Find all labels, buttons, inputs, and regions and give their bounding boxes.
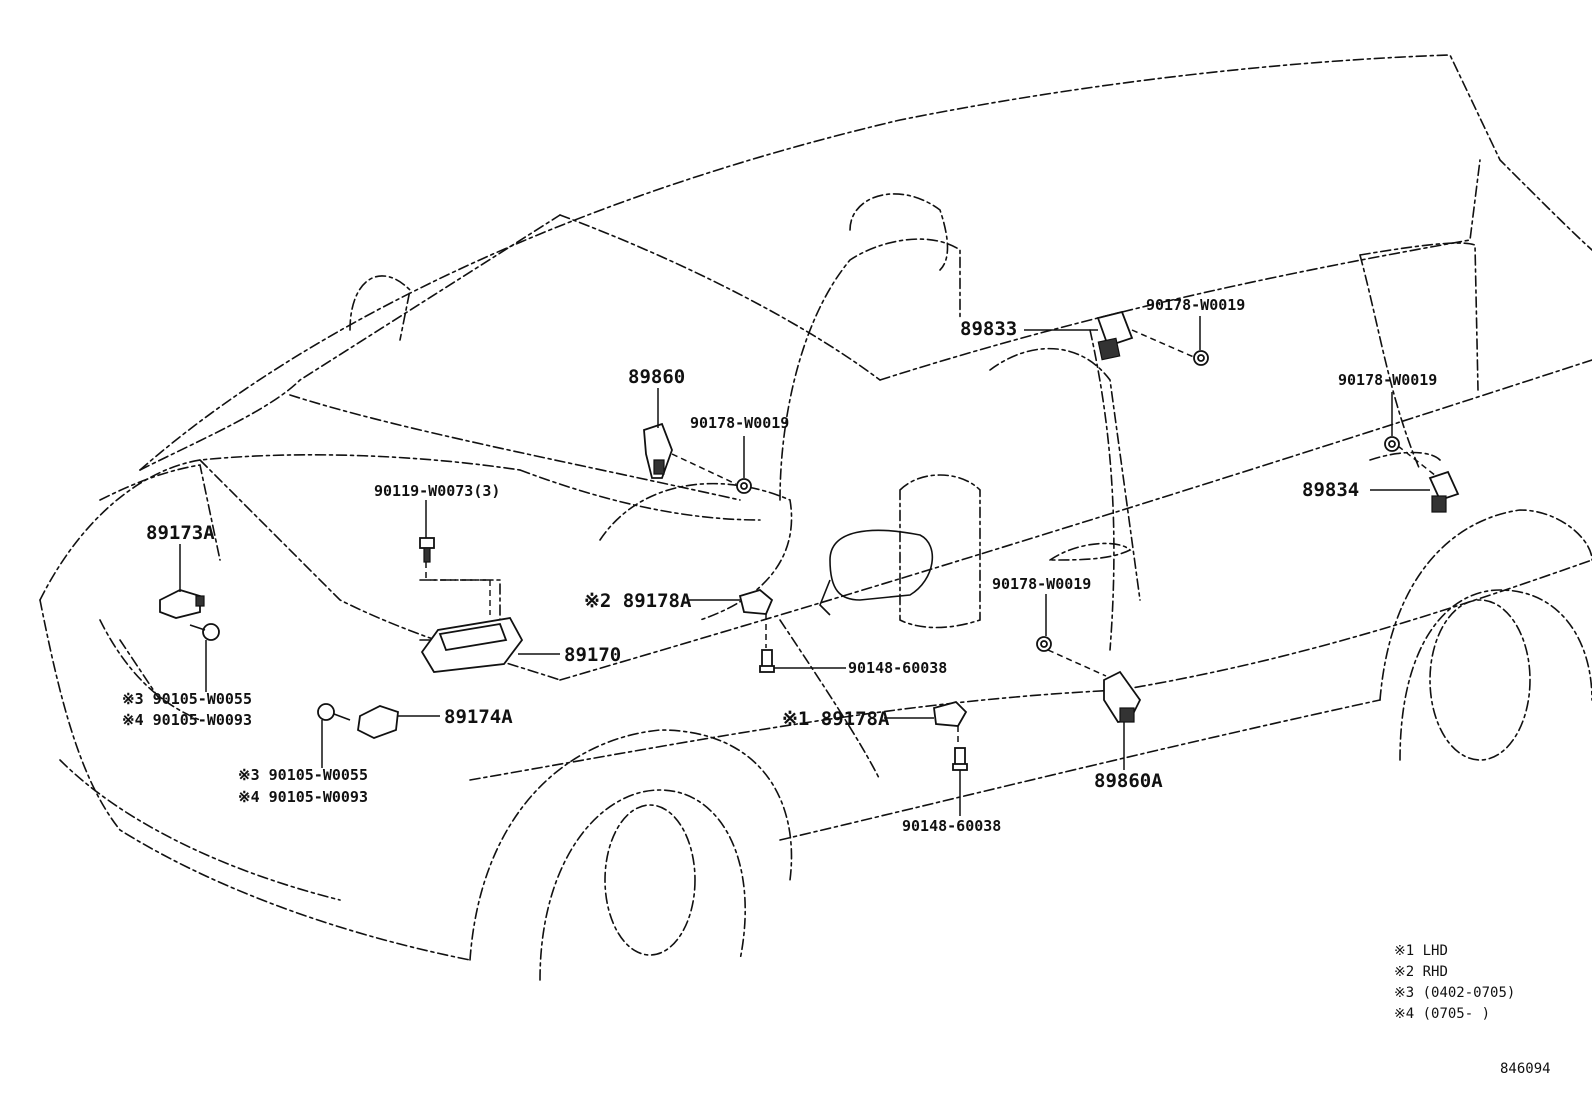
callout-90119-w0073: 90119-W0073(3)	[374, 482, 501, 500]
nut-90178-mid	[736, 478, 752, 494]
callout-90148-60038-lower: 90148-60038	[902, 817, 1002, 835]
callout-89178a-lhd: ※1 89178A	[782, 708, 890, 730]
bolt-90148-upper	[759, 649, 775, 673]
roof-rail	[879, 159, 1481, 381]
callout-90105-w0093-mid: ※4 90105-W0093	[238, 788, 368, 806]
rear-headrest	[349, 275, 411, 341]
door-handle-rear	[1369, 451, 1441, 461]
callout-89860a: 89860A	[1094, 770, 1163, 792]
89860A-sensor	[1103, 670, 1142, 723]
callout-89174a: 89174A	[444, 706, 513, 728]
floor-line	[779, 619, 881, 781]
hood-front	[39, 454, 521, 601]
instrument-panel	[519, 469, 761, 521]
front-hub	[604, 804, 696, 956]
nut-90178-right	[1384, 436, 1400, 452]
door-frame-rear	[1359, 254, 1421, 471]
front-wheel	[539, 789, 746, 981]
front-seat-back	[779, 238, 961, 501]
windshield-front	[139, 214, 561, 471]
bolt-90105-mid	[317, 703, 351, 721]
grille	[99, 619, 201, 721]
callout-90178-w0019-mid: 90178-W0019	[690, 414, 790, 432]
callout-90178-w0019-top: 90178-W0019	[1146, 296, 1246, 314]
callout-89173a: 89173A	[146, 522, 215, 544]
driver-seat	[899, 474, 981, 629]
beltline	[559, 359, 1592, 681]
roof-line	[139, 54, 1592, 471]
bolt-90105-left	[189, 623, 220, 641]
legend-rhd: ※2 RHD	[1394, 964, 1448, 980]
89178A-sensor-lhd	[933, 700, 968, 727]
callout-89834: 89834	[1302, 479, 1360, 501]
callout-90105-w0093-left: ※4 90105-W0093	[122, 711, 252, 729]
legend-period-3: ※3 (0402-0705)	[1394, 985, 1516, 1001]
callout-90105-w0055-mid: ※3 90105-W0055	[238, 766, 368, 784]
front-wheel-arch	[469, 729, 793, 961]
bolt-90119	[419, 537, 435, 563]
callout-89833: 89833	[960, 318, 1018, 340]
a-pillar	[559, 214, 881, 381]
legend-period-4: ※4 (0705- )	[1394, 1006, 1491, 1022]
hood-side	[199, 459, 561, 681]
callout-89178a-rhd: ※2 89178A	[584, 590, 692, 612]
side-mirror	[829, 529, 934, 601]
windshield-base	[289, 394, 741, 501]
b-pillar	[1089, 329, 1115, 651]
legend-lhd: ※1 LHD	[1394, 943, 1448, 959]
89174A-sensor	[357, 705, 399, 739]
door-handle-front	[1049, 542, 1132, 561]
callout-90148-60038-upper: 90148-60038	[848, 659, 948, 677]
rear-wheel-arch	[1379, 509, 1592, 701]
rear-seat	[989, 347, 1141, 601]
89178A-sensor-rhd	[738, 588, 774, 615]
89834-sensor	[1428, 470, 1460, 513]
89860-sensor	[643, 422, 673, 479]
89173A-sensor	[159, 589, 205, 619]
figure-id: 846094	[1500, 1061, 1551, 1077]
headlamp	[99, 464, 221, 561]
callout-89860: 89860	[628, 366, 686, 388]
bolt-90148-lower	[952, 747, 968, 771]
front-seat-headrest	[849, 193, 949, 271]
89833-sensor	[1096, 310, 1134, 361]
bumper-upper	[39, 599, 471, 961]
callout-90178-w0019-right: 90178-W0019	[1338, 371, 1438, 389]
sill	[779, 699, 1381, 841]
callout-89170: 89170	[564, 644, 622, 666]
nut-90178-lower	[1036, 636, 1052, 652]
callout-90105-w0055-left: ※3 90105-W0055	[122, 690, 252, 708]
callout-90178-w0019-lower: 90178-W0019	[992, 575, 1092, 593]
mirror-stalk	[819, 579, 831, 616]
bumper-lower	[59, 759, 341, 901]
rear-window-frame	[1359, 242, 1479, 391]
rear-wheel	[1399, 589, 1592, 761]
console	[419, 579, 501, 641]
rear-hub	[1429, 599, 1531, 761]
nut-90178-top	[1193, 350, 1209, 366]
airbag-ecu-89170	[420, 579, 524, 673]
